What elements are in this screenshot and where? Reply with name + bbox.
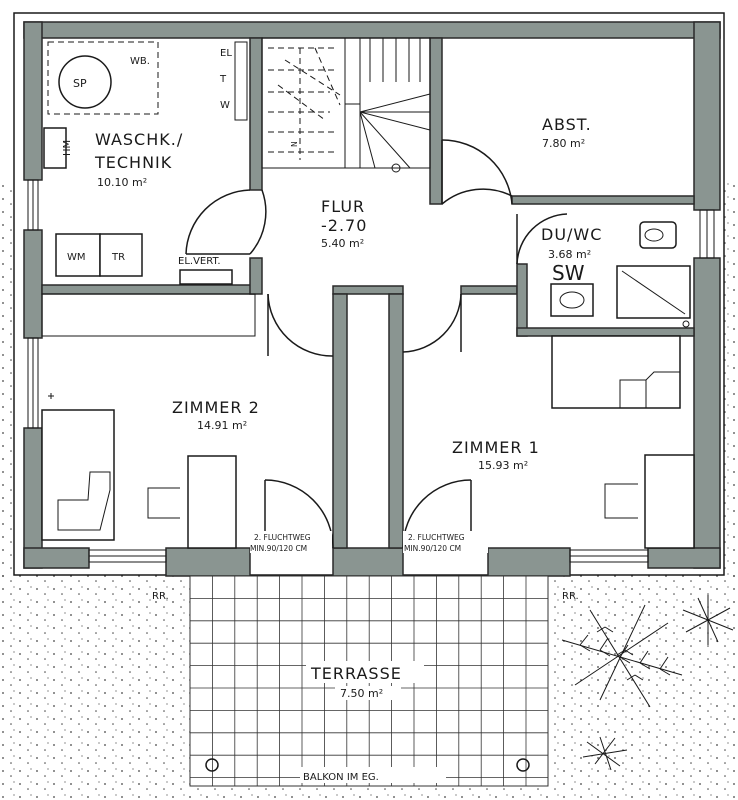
fluchtweg-left-line2: MIN.90/120 CM bbox=[250, 544, 307, 553]
windows bbox=[27, 179, 715, 563]
balkon-label: BALKON IM EG. bbox=[303, 772, 379, 783]
utility-room-fixtures: SP WB. W T EL HM WM TR EL.VERT. bbox=[43, 41, 248, 285]
terrace-post-left bbox=[205, 758, 219, 772]
room-labels: WASCHK./ TECHNIK 10.10 m² FLUR -2.70 5.4… bbox=[94, 115, 602, 700]
flur-name: FLUR bbox=[321, 197, 365, 216]
ground-strip-left bbox=[0, 180, 14, 580]
built-in-counter bbox=[41, 293, 256, 337]
bathroom-fixtures bbox=[550, 221, 691, 328]
washbasin-label: WB. bbox=[130, 56, 150, 67]
terrace-post-right bbox=[516, 758, 530, 772]
wall-unit-label-t: T bbox=[219, 74, 227, 85]
storage-tank-label: SP bbox=[73, 77, 87, 90]
annotation-labels: 2. FLUCHTWEG MIN.90/120 CM 2. FLUCHTWEG … bbox=[152, 531, 579, 783]
zimmer1-furniture bbox=[551, 335, 695, 549]
rainwater-pipe-left: RR. bbox=[152, 591, 169, 602]
zimmer1-area: 15.93 m² bbox=[478, 459, 528, 472]
fluchtweg-left-line1: 2. FLUCHTWEG bbox=[254, 533, 311, 542]
exterior-walls bbox=[23, 21, 721, 577]
wall-unit-label-w: W bbox=[220, 100, 230, 111]
terrasse-name: TERRASSE bbox=[310, 664, 402, 683]
storage-tank bbox=[58, 55, 112, 109]
waschk-name-line2: TECHNIK bbox=[94, 153, 172, 172]
duwc-tag: SW bbox=[552, 261, 585, 285]
duwc-name: DU/WC bbox=[541, 225, 602, 244]
rainwater-pipe-right: RR. bbox=[562, 591, 579, 602]
staircase: N bbox=[261, 37, 431, 173]
waschk-name-line1: WASCHK./ bbox=[95, 130, 183, 149]
fluchtweg-right-line2: MIN.90/120 CM bbox=[404, 544, 461, 553]
tumble-dryer-label: TR bbox=[111, 252, 125, 263]
fluchtweg-right-line1: 2. FLUCHTWEG bbox=[408, 533, 465, 542]
zimmer2-name: ZIMMER 2 bbox=[172, 398, 260, 417]
flur-area: 5.40 m² bbox=[321, 237, 364, 250]
abst-area: 7.80 m² bbox=[542, 137, 585, 150]
duwc-area: 3.68 m² bbox=[548, 248, 591, 261]
terrace bbox=[189, 575, 549, 787]
heating-module-label: HM bbox=[62, 140, 73, 156]
washing-machine-label: WM bbox=[67, 252, 86, 263]
ground-strip-right bbox=[724, 180, 738, 580]
zimmer2-furniture bbox=[41, 393, 237, 549]
terrasse-area: 7.50 m² bbox=[340, 687, 383, 700]
waschk-area: 10.10 m² bbox=[97, 176, 147, 189]
plant-symbols bbox=[561, 595, 734, 771]
abst-name: ABST. bbox=[542, 115, 592, 134]
zimmer2-area: 14.91 m² bbox=[197, 419, 247, 432]
wall-unit-label-el: EL bbox=[220, 48, 232, 59]
zimmer1-name: ZIMMER 1 bbox=[452, 438, 540, 457]
interior-walls bbox=[41, 37, 695, 549]
stair-direction-mark: N bbox=[290, 141, 299, 147]
flur-level: -2.70 bbox=[321, 216, 367, 235]
electric-distribution-label: EL.VERT. bbox=[178, 256, 221, 267]
doors bbox=[185, 139, 568, 549]
